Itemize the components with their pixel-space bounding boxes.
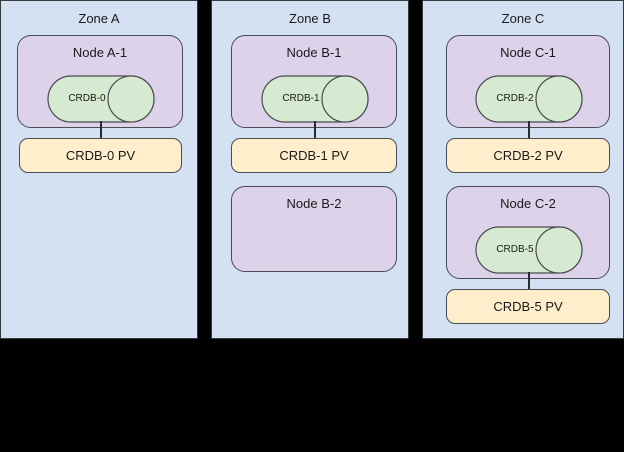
node-a-1[interactable]: Node A-1 CRDB-0: [17, 35, 183, 128]
node-b-2-title: Node B-2: [286, 196, 342, 211]
crdb-0-pv[interactable]: CRDB-0 PV: [19, 138, 182, 173]
crdb-2-cylinder-icon[interactable]: CRDB-2: [475, 75, 583, 123]
crdb-1-cylinder-icon[interactable]: CRDB-1: [261, 75, 369, 123]
crdb-5-cylinder-icon[interactable]: CRDB-5: [475, 226, 583, 274]
connector-crdb-5-to-pv: [528, 272, 530, 290]
node-c-1[interactable]: Node C-1 CRDB-2: [446, 35, 610, 128]
node-c-2-title: Node C-2: [500, 196, 556, 211]
crdb-1-pv[interactable]: CRDB-1 PV: [231, 138, 397, 173]
zone-a-title: Zone A: [78, 11, 120, 26]
crdb-2-pv[interactable]: CRDB-2 PV: [446, 138, 610, 173]
node-b-1[interactable]: Node B-1 CRDB-1: [231, 35, 397, 128]
connector-crdb-0-to-pv: [100, 121, 102, 139]
zone-c: Zone C Node C-1 CRDB-2 CRDB-2 PV Node C-…: [422, 0, 624, 339]
connector-crdb-1-to-pv: [314, 121, 316, 139]
node-c-2[interactable]: Node C-2 CRDB-5: [446, 186, 610, 279]
crdb-1-pv-label: CRDB-1 PV: [279, 147, 349, 163]
zone-c-title: Zone C: [501, 11, 545, 26]
zone-b: Zone B Node B-1 CRDB-1 CRDB-1 PV Node B-…: [211, 0, 409, 339]
crdb-5-pv[interactable]: CRDB-5 PV: [446, 289, 610, 324]
crdb-0-pv-label: CRDB-0 PV: [65, 147, 136, 163]
crdb-0-cylinder-icon[interactable]: CRDB-0: [47, 75, 155, 123]
node-a-1-title: Node A-1: [72, 45, 128, 60]
connector-crdb-2-to-pv: [528, 121, 530, 139]
node-b-2[interactable]: Node B-2: [231, 186, 397, 272]
zone-a: Zone A Node A-1 CRDB-0 CRDB-0 PV: [0, 0, 198, 339]
crdb-2-pv-label: CRDB-2 PV: [493, 147, 563, 163]
zone-b-title: Zone B: [289, 11, 331, 26]
crdb-5-pv-label: CRDB-5 PV: [493, 298, 563, 314]
node-b-1-title: Node B-1: [286, 45, 342, 60]
node-c-1-title: Node C-1: [500, 45, 556, 60]
